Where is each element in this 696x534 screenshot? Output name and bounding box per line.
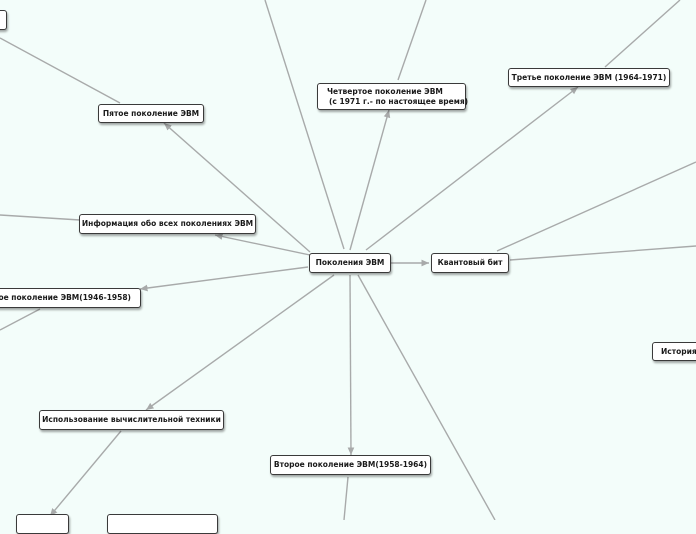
mindmap-connectors — [0, 0, 696, 520]
node-offscreen-top-left[interactable] — [0, 10, 7, 30]
node-quantum-bit-label: Квантовый бит — [437, 258, 503, 267]
connector-offscreen-left-info — [0, 214, 81, 221]
node-info-all-generations[interactable]: Информация обо всех поколениях ЭВМ — [79, 214, 256, 234]
node-offscreen-bottom-left-1[interactable] — [16, 514, 69, 534]
node-fourth-generation-label-line2: (с 1971 г.- по настоящее время) — [329, 96, 469, 106]
node-fifth-generation-label: Пятое поколение ЭВМ — [102, 108, 200, 118]
node-central-generations-label: Поколения ЭВМ — [315, 258, 385, 267]
node-history-label: История — [661, 346, 696, 356]
connector-central-fifth — [163, 122, 311, 253]
node-first-generation[interactable]: Первое поколение ЭВМ(1946-1958) — [0, 288, 141, 308]
node-first-generation-label: Первое поколение ЭВМ(1946-1958) — [0, 293, 131, 302]
node-history[interactable]: История — [652, 342, 696, 361]
node-quantum-bit[interactable]: Квантовый бит — [431, 253, 509, 273]
connector-central-second — [347, 274, 355, 456]
connector-offscreen-right-1 — [496, 161, 696, 252]
node-computer-usage[interactable]: Использование вычислительной техники — [39, 410, 224, 430]
connector-offscreen-top-left — [0, 37, 121, 104]
node-fifth-generation[interactable]: Пятое поколение ЭВМ — [98, 104, 204, 123]
connector-central-usage — [145, 274, 335, 411]
connector-offscreen-left-first — [0, 308, 41, 331]
connector-central-first — [139, 266, 309, 292]
node-third-generation-label: Третье поколение ЭВМ (1964-1971) — [511, 72, 667, 82]
node-second-generation[interactable]: Второе поколение ЭВМ(1958-1964) — [270, 455, 431, 475]
node-info-all-generations-label: Информация обо всех поколениях ЭВМ — [81, 219, 254, 228]
connector-usage-child — [49, 430, 122, 517]
node-third-generation[interactable]: Третье поколение ЭВМ (1964-1971) — [508, 68, 670, 87]
node-fourth-generation-label-line1: Четвертое поколение ЭВМ — [327, 86, 443, 96]
connector-offscreen-top-mid — [397, 0, 427, 81]
connector-central-info — [214, 233, 311, 256]
node-computer-usage-label: Использование вычислительной техники — [42, 415, 221, 424]
connector-offscreen-top-center — [264, 0, 345, 250]
connector-offscreen-bottom-right — [357, 274, 496, 520]
node-offscreen-bottom-left-2[interactable] — [107, 514, 218, 534]
connector-offscreen-top-right — [604, 0, 681, 68]
connector-central-fourth — [349, 109, 391, 251]
connector-offscreen-bottom-second — [343, 476, 349, 520]
node-central-generations[interactable]: Поколения ЭВМ — [309, 253, 391, 273]
connector-offscreen-right-2 — [509, 245, 696, 261]
connector-central-third — [365, 86, 579, 251]
node-second-generation-label: Второе поколение ЭВМ(1958-1964) — [273, 460, 428, 469]
node-fourth-generation[interactable]: Четвертое поколение ЭВМ (с 1971 г.- по н… — [317, 83, 469, 110]
